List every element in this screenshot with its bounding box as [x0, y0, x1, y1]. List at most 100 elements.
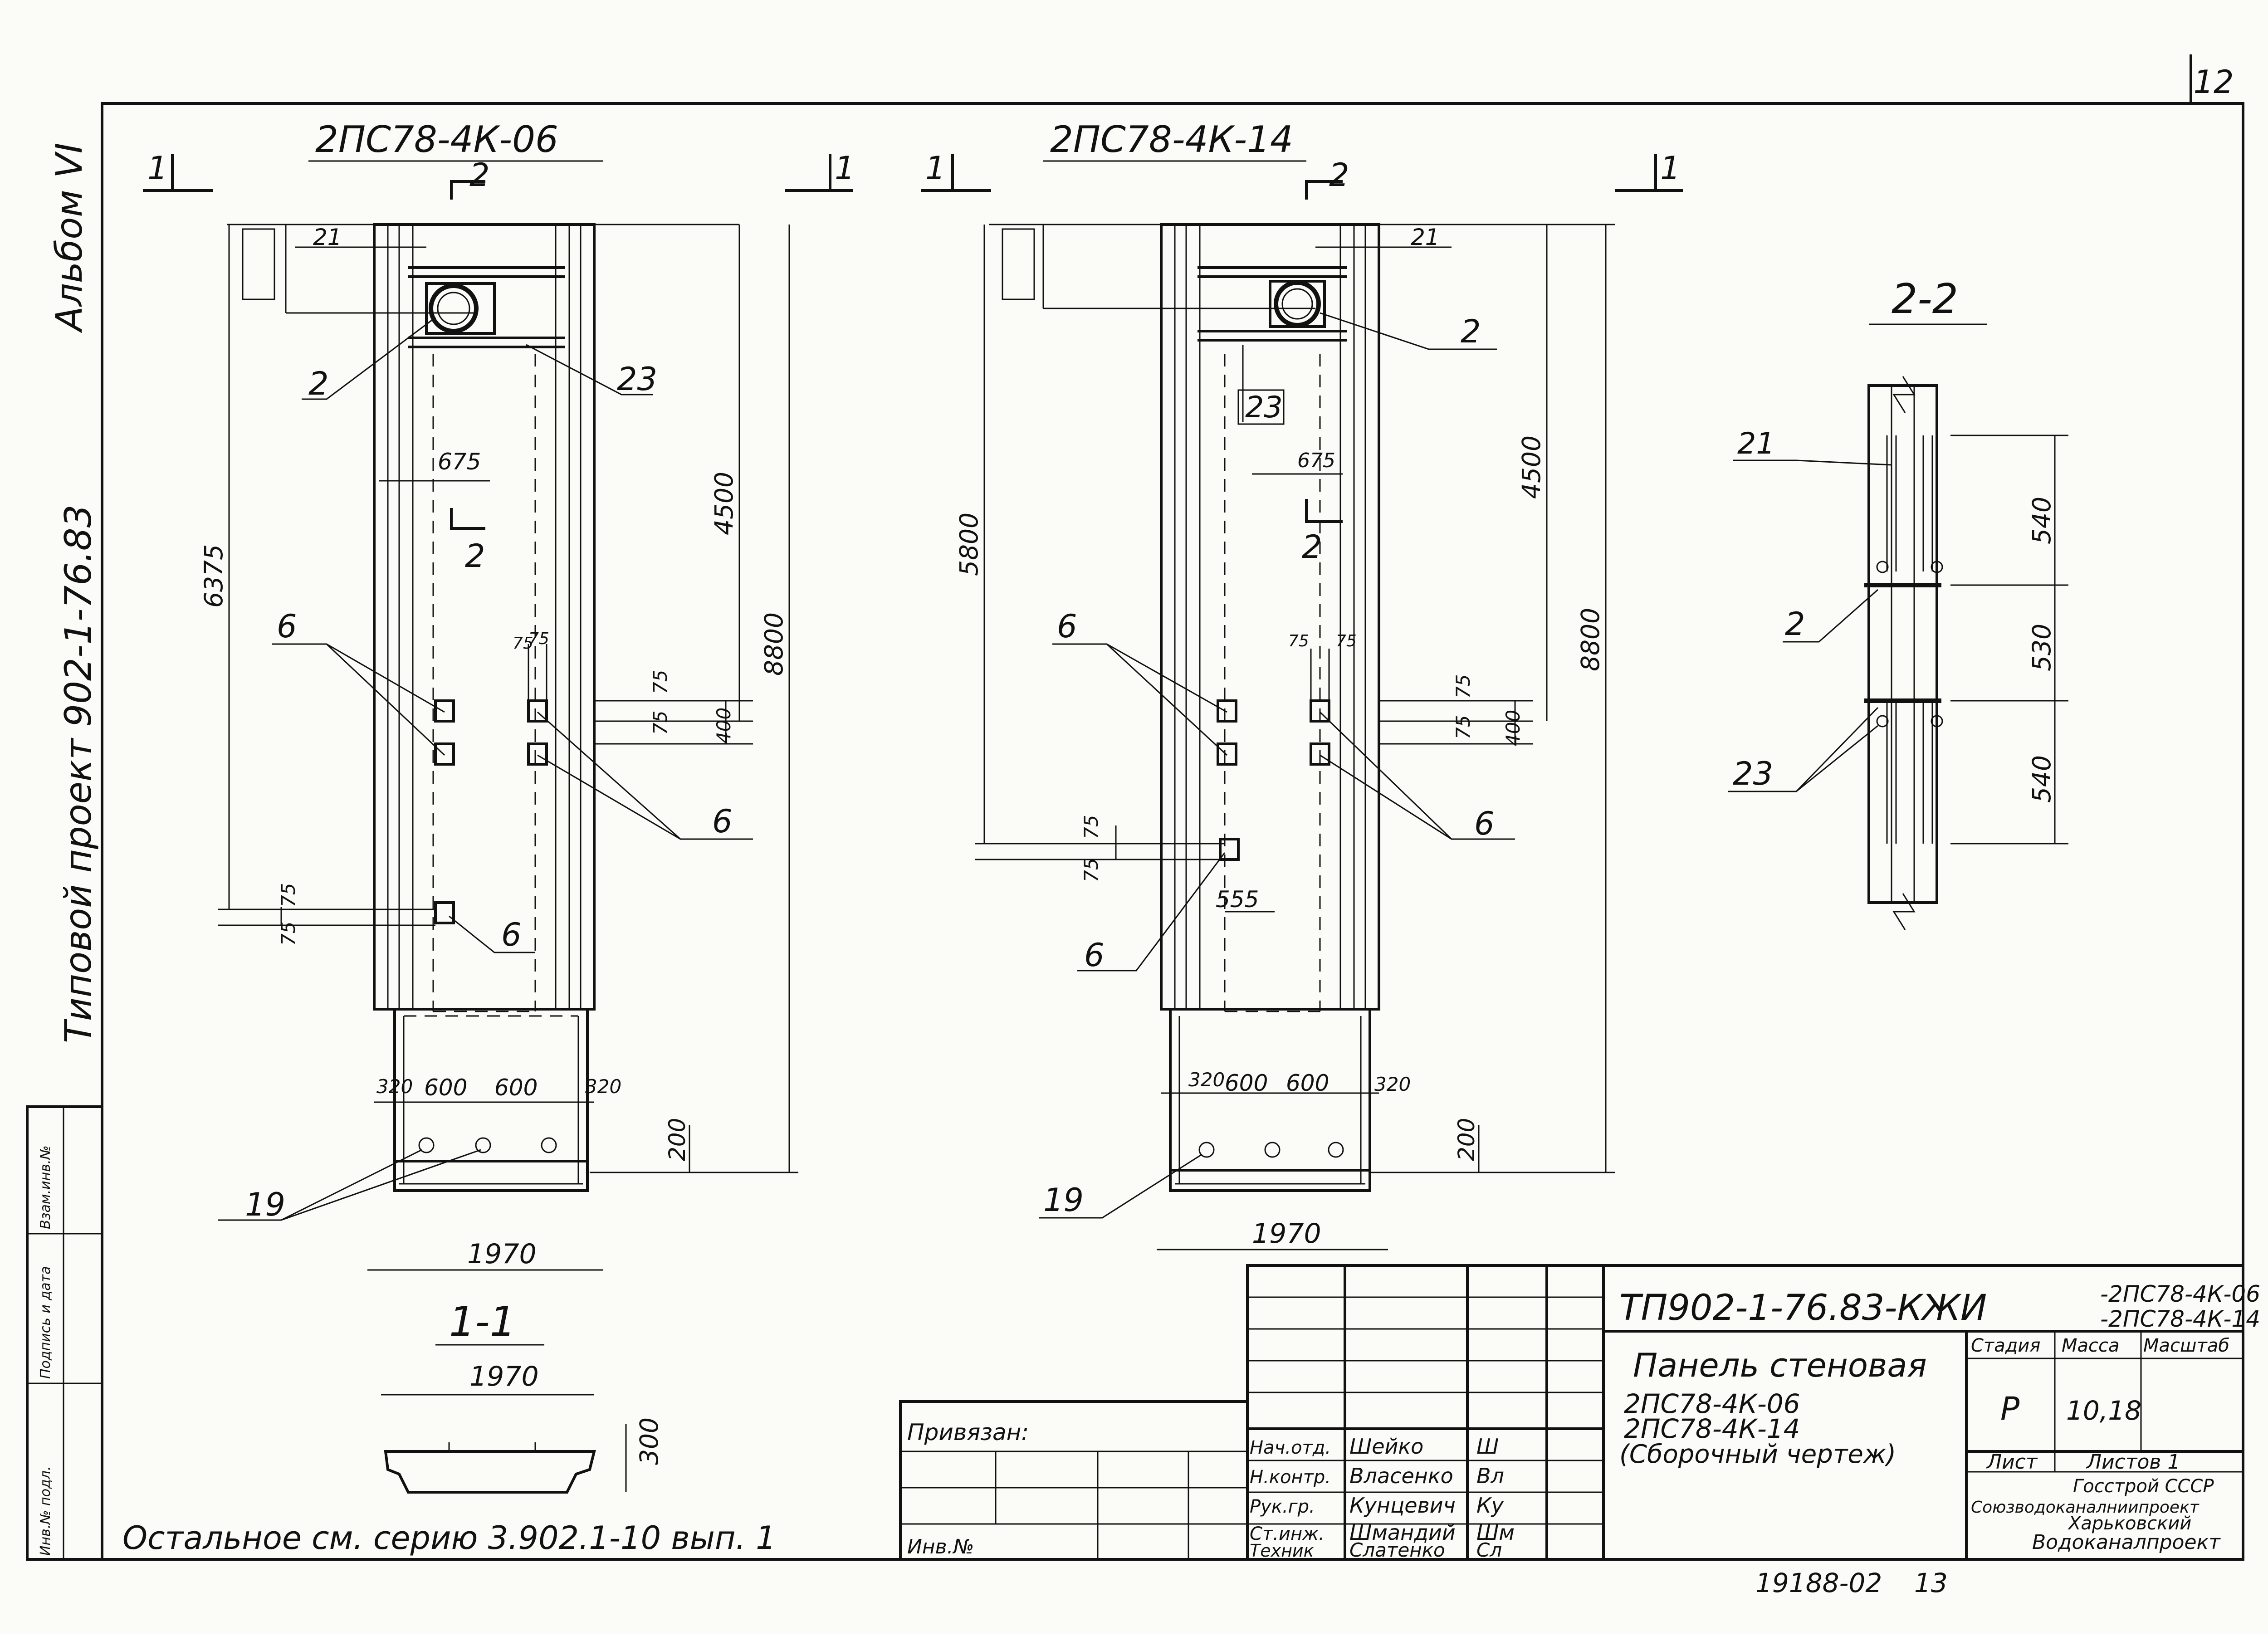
view-a-callout-23: 23 [617, 361, 657, 398]
view-a-dim-8800: 8800 [759, 612, 788, 676]
section-2-2-title: 2-2 [1892, 275, 1958, 323]
title-block [899, 1264, 2244, 1561]
side-stamp-replace: Взам.инв.№ [38, 1145, 54, 1229]
view-b-callout-2: 2 [1461, 313, 1481, 350]
view-b-title: 2ПС78-4К-14 [1050, 118, 1293, 161]
view-b-dim-21: 21 [1411, 224, 1440, 250]
section-2-2-dim-540-2: 540 [2027, 755, 2056, 803]
view-a-dim-320-2: 320 [585, 1075, 621, 1098]
page-number: 12 [2193, 63, 2234, 101]
general-note: Остальное см. серию 3.902.1-10 вып. 1 [122, 1519, 776, 1557]
view-b-callout-6c: 6 [1084, 937, 1105, 974]
view-a-sec2-mid: 2 [465, 537, 485, 575]
sign-name-2: Кунцевич [1349, 1493, 1456, 1518]
view-a-dim-6375: 6375 [199, 544, 228, 608]
view-b-callout-23: 23 [1245, 391, 1283, 425]
side-stamp-sign: Подпись и дата [38, 1266, 54, 1379]
sign-name-4: Слатенко [1349, 1539, 1445, 1561]
view-b-dim-555: 555 [1216, 886, 1259, 913]
view-a-callout-6c: 6 [501, 916, 522, 953]
view-a-dim-400: 400 [713, 708, 735, 744]
view-b-callout-6b: 6 [1474, 805, 1495, 842]
view-b-dim-75-2: 75 [1452, 715, 1474, 739]
sign-role-1: Н.контр. [1250, 1467, 1331, 1488]
sign-mark-3: Шм [1476, 1520, 1515, 1545]
view-b-callout-6a: 6 [1057, 608, 1077, 645]
title-block-stage-label: Стадия [1971, 1335, 2040, 1356]
view-b-callout-19: 19 [1043, 1182, 1084, 1219]
sign-role-0: Нач.отд. [1250, 1437, 1331, 1458]
view-a: 2ПС78-4К-06 1 1 2 2 [143, 118, 855, 1271]
section-2-2-dim-530: 530 [2027, 624, 2056, 671]
view-a-dim-200: 200 [664, 1118, 690, 1161]
view-a-dim-1970: 1970 [467, 1238, 537, 1270]
view-b-dim-75-4: 75 [1336, 632, 1357, 650]
view-a-dim-75-4: 75 [528, 630, 549, 648]
side-stamp-inv: Инв.№ подл. [38, 1466, 54, 1556]
title-block-bound: Привязан: [907, 1419, 1029, 1446]
view-a-sec1-right: 1 [835, 150, 855, 187]
sign-name-0: Шейко [1349, 1434, 1423, 1459]
view-b-dim-75-5: 75 [1080, 815, 1102, 839]
title-block-inv: Инв.№ [907, 1535, 974, 1558]
view-b-dim-200: 200 [1453, 1118, 1480, 1161]
view-a-callout-19: 19 [245, 1186, 285, 1223]
title-block-stage-value: Р [2000, 1390, 2020, 1427]
title-block-sheet-label: Лист [1986, 1450, 2038, 1474]
view-b-dim-75-3: 75 [1288, 632, 1309, 650]
sign-role-4: Техник [1250, 1541, 1314, 1561]
title-block-org-2: Союзводоканалниипроект [1971, 1498, 2200, 1517]
view-a-dim-21: 21 [313, 224, 342, 250]
title-block-org-1: Госстрой СССР [2073, 1476, 2214, 1497]
title-block-name-4: (Сборочный чертеж) [1619, 1440, 1896, 1469]
view-b: 2ПС78-4К-14 1 1 2 2 [921, 118, 1683, 1250]
section-2-2-dim-540-1: 540 [2027, 497, 2056, 544]
view-b-sec2-mid: 2 [1302, 528, 1322, 566]
title-block-org-4: Водоканалпроект [2032, 1531, 2221, 1554]
title-block-code: ТП902-1-76.83-КЖИ [1619, 1288, 1987, 1328]
view-b-dim-675: 675 [1297, 449, 1335, 472]
view-b-dim-400: 400 [1502, 710, 1524, 746]
section-2-2-callout-21: 21 [1737, 427, 1775, 461]
title-block-code-suffix-1: -2ПС78-4К-06 [2100, 1281, 2260, 1307]
view-b-dim-8800: 8800 [1576, 608, 1605, 671]
sign-name-1: Власенко [1349, 1464, 1453, 1488]
title-block-name-3: 2ПС78-4К-14 [1624, 1413, 1800, 1444]
view-b-sec2-top: 2 [1329, 156, 1349, 194]
view-b-dim-75-1: 75 [1452, 674, 1474, 698]
view-a-dim-75-1: 75 [649, 670, 671, 694]
view-b-sec1-right: 1 [1660, 150, 1681, 187]
view-a-dim-75-5: 75 [277, 883, 299, 907]
title-block-mass-label: Масса [2062, 1335, 2120, 1356]
side-stamp [26, 1105, 103, 1561]
section-2-2-callout-23: 23 [1733, 755, 1773, 792]
view-a-dim-675: 675 [438, 449, 481, 475]
view-a-sec1-left: 1 [147, 150, 168, 187]
footer-archive: 19188-02 [1755, 1568, 1882, 1598]
view-b-dim-1970: 1970 [1252, 1218, 1321, 1250]
view-a-dim-75-2: 75 [649, 711, 671, 735]
view-b-dim-320-2: 320 [1374, 1073, 1411, 1095]
footer-page: 13 [1914, 1568, 1948, 1598]
view-a-dim-320-1: 320 [376, 1075, 413, 1098]
sign-mark-2: Ку [1476, 1493, 1504, 1518]
section-1-1-title: 1-1 [449, 1298, 516, 1346]
sign-mark-0: Ш [1476, 1434, 1499, 1459]
signature-rows: Нач.отд. Шейко Ш Н.контр. Власенко Вл Ру… [1250, 1434, 1515, 1561]
view-b-dim-75-6: 75 [1080, 858, 1102, 882]
sign-mark-4: Сл [1476, 1539, 1502, 1561]
sign-name-3: Шмандий [1349, 1520, 1456, 1545]
view-a-dim-600-1: 600 [424, 1074, 467, 1101]
view-b-dim-320-1: 320 [1188, 1069, 1225, 1091]
section-1-1-dim-1970: 1970 [469, 1361, 539, 1392]
view-b-dim-600-2: 600 [1286, 1070, 1329, 1096]
view-a-callout-2: 2 [308, 365, 329, 402]
title-block-scale-label: Масштаб [2143, 1335, 2229, 1356]
album-label: Альбом VI [48, 143, 90, 333]
sign-mark-1: Вл [1476, 1464, 1504, 1488]
title-block-name-1: Панель стеновая [1633, 1346, 1927, 1384]
view-a-sec2-top: 2 [469, 156, 490, 194]
title-block-sheets-label: Листов 1 [2086, 1450, 2180, 1474]
